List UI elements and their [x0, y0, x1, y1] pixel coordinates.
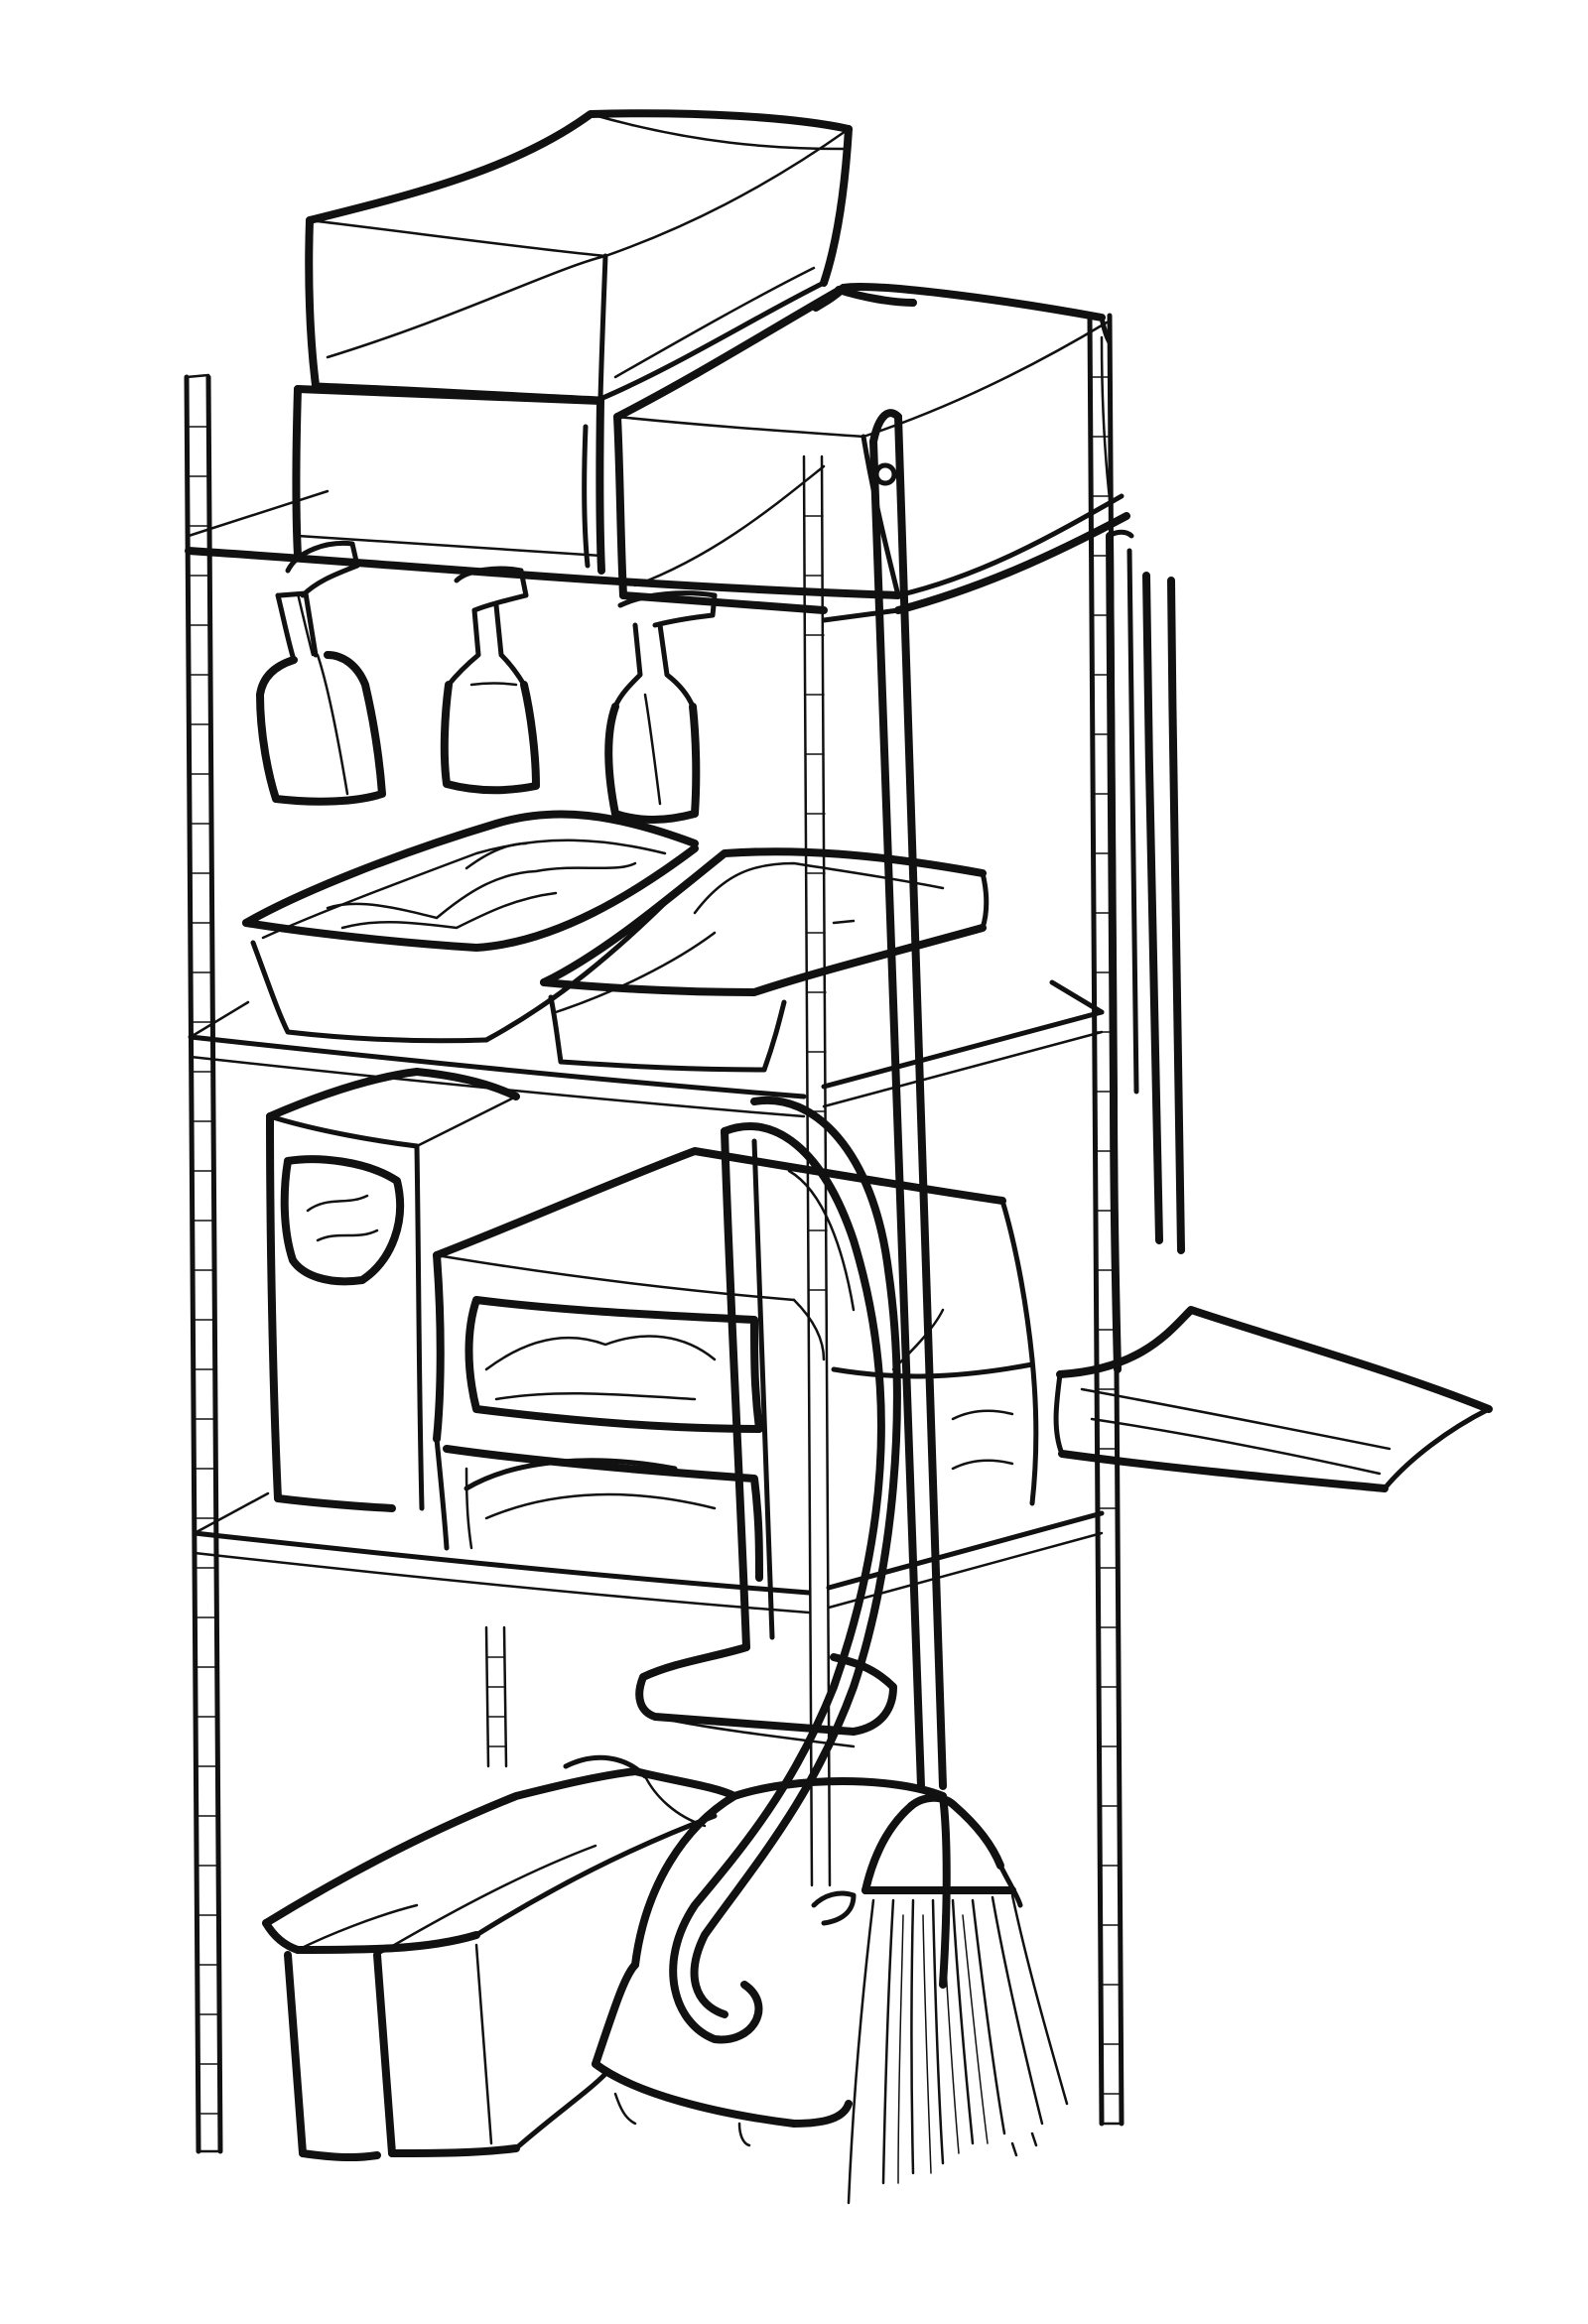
spray-bottle-3 — [604, 590, 718, 824]
lower-shelf — [192, 1491, 1105, 1614]
vacuum-cleaner — [592, 1096, 951, 2147]
shelving-unit — [184, 313, 1130, 2154]
broom — [847, 409, 1069, 2205]
storage-bin — [262, 1754, 738, 2162]
box-lower-left — [292, 385, 605, 575]
spray-bottles — [256, 540, 718, 824]
back-left-post — [484, 1625, 508, 1768]
left-front-post — [184, 373, 223, 2154]
box-right — [613, 283, 1114, 614]
tissue-box-left — [266, 1068, 520, 1512]
dustpan-hanging — [1053, 529, 1493, 1492]
box-upper-left — [305, 109, 853, 402]
stacked-boxes-top — [292, 109, 1114, 614]
post-notches — [187, 426, 220, 2115]
spray-bottle-1 — [256, 540, 386, 806]
spray-bottle-2 — [440, 566, 540, 795]
tray-left — [242, 810, 699, 1044]
